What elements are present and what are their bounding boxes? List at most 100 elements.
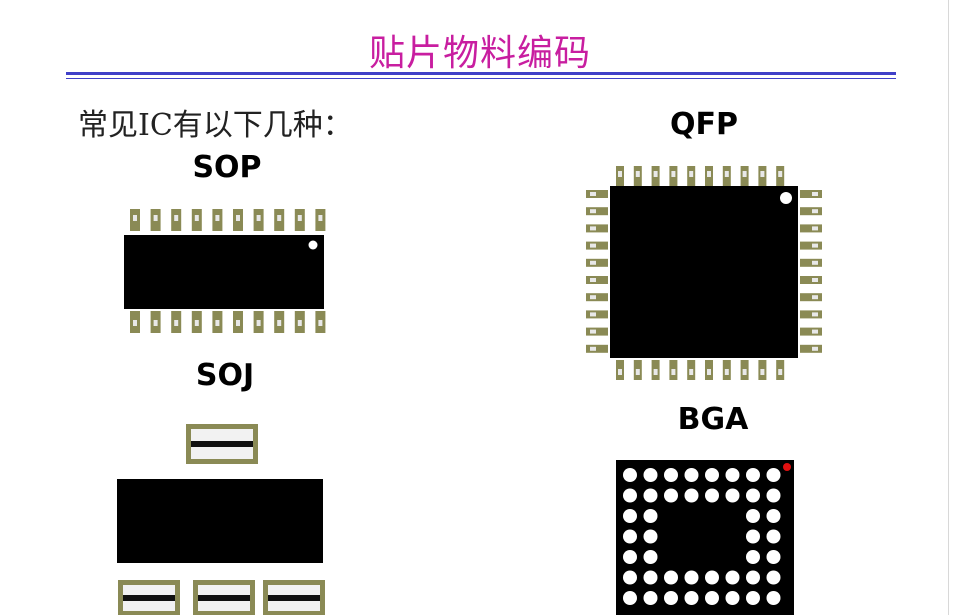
qfp-pin-left-tip xyxy=(590,209,596,214)
qfp-pin-left xyxy=(586,310,608,319)
bga-ball xyxy=(623,529,637,544)
qfp-pin-left-tip xyxy=(590,260,596,265)
qfp-pin-bottom-tip xyxy=(671,369,676,375)
bga-ball xyxy=(643,591,658,605)
qfp-pin1-marker xyxy=(780,192,792,204)
bga-ball xyxy=(766,488,781,503)
qfp-pin-left-tip xyxy=(590,295,596,300)
sop-pin-top-tip xyxy=(256,215,261,221)
bga-ball xyxy=(725,591,740,605)
qfp-pin-top-tip xyxy=(724,171,729,177)
qfp-pin-left xyxy=(586,344,608,353)
title-rule xyxy=(66,72,896,75)
soj-lead-top-band xyxy=(191,441,253,447)
bga-ball xyxy=(746,591,760,605)
sop-pin-bottom-tip xyxy=(318,320,323,326)
sop-pin1-marker xyxy=(308,240,318,250)
sop-package-diagram xyxy=(124,209,326,333)
qfp-pin-top-tip xyxy=(618,171,622,177)
qfp-pin-left xyxy=(586,276,608,284)
qfp-pin-right-tip xyxy=(812,260,818,265)
slide-title: 贴片物料编码 xyxy=(368,33,591,74)
bga-ball xyxy=(664,488,678,503)
qfp-pin-top-tip xyxy=(707,171,711,177)
bga-ball xyxy=(623,468,637,482)
qfp-pin-top-tip xyxy=(635,171,640,177)
bga-ball xyxy=(643,570,658,585)
bga-ball xyxy=(664,468,678,482)
qfp-pin-bottom-tip xyxy=(742,369,747,375)
sop-pin-bottom-tip xyxy=(277,320,282,326)
bga-ball xyxy=(623,509,637,523)
slide-edge xyxy=(948,0,949,615)
sop-pin-top-tip xyxy=(133,215,137,221)
sop-label: SOP xyxy=(192,150,262,185)
sop-pin-top-tip xyxy=(318,215,323,221)
sop-pin-top-tip xyxy=(194,215,199,221)
bga-ball xyxy=(623,488,637,503)
intro-text: 常见IC有以下几种： xyxy=(78,108,353,143)
qfp-pin-right xyxy=(800,276,822,284)
bga-ball xyxy=(684,591,699,605)
bga-ball xyxy=(725,570,740,585)
soj-label: SOJ xyxy=(195,358,255,393)
qfp-pin-left xyxy=(586,207,608,216)
sop-pin-bottom-tip xyxy=(236,320,240,326)
soj-lead-bottom-left-band xyxy=(123,595,175,601)
bga-ball xyxy=(705,591,719,605)
qfp-pin-right-tip xyxy=(812,226,818,231)
qfp-pin-top-tip xyxy=(742,171,747,177)
bga-ball xyxy=(684,468,699,482)
sop-pin-bottom-tip xyxy=(215,320,220,326)
sop-pin-top-tip xyxy=(215,215,220,221)
qfp-pin-right xyxy=(800,310,822,319)
bga-ball xyxy=(643,509,658,523)
qfp-pin-left xyxy=(586,258,608,267)
soj-lead-bottom-right-band xyxy=(268,595,320,601)
sop-pin-top-tip xyxy=(236,215,240,221)
bga-ball xyxy=(746,509,760,523)
qfp-pin-bottom-tip xyxy=(707,369,711,375)
bga-ball xyxy=(623,591,637,605)
soj-lead-bottom-center-band xyxy=(198,595,250,601)
bga-ball xyxy=(766,468,781,482)
qfp-pin-left-tip xyxy=(590,226,596,231)
bga-label: BGA xyxy=(677,402,749,437)
bga-ball xyxy=(766,591,781,605)
qfp-pin-left-tip xyxy=(590,312,596,317)
qfp-pin-left-tip xyxy=(590,192,596,196)
qfp-pin-left xyxy=(586,241,608,250)
qfp-pin-right xyxy=(800,258,822,267)
qfp-pin-right-tip xyxy=(812,209,818,214)
qfp-pin-bottom-tip xyxy=(653,369,658,375)
qfp-pin-left-tip xyxy=(590,329,596,334)
qfp-pin-right-tip xyxy=(812,278,818,282)
qfp-pin-top-tip xyxy=(778,171,783,177)
qfp-pin-bottom-tip xyxy=(760,369,765,375)
qfp-label: QFP xyxy=(670,107,738,142)
sop-pin-top-tip xyxy=(277,215,282,221)
qfp-pin-right-tip xyxy=(812,192,818,196)
qfp-pin-right-tip xyxy=(812,329,818,334)
qfp-pin-left xyxy=(586,293,608,302)
bga-ball xyxy=(766,509,781,523)
bga-ball xyxy=(746,570,760,585)
qfp-pin-right xyxy=(800,344,822,353)
qfp-body xyxy=(610,186,798,358)
qfp-pin-left xyxy=(586,224,608,233)
sop-pin-bottom-tip xyxy=(256,320,261,326)
title-rule-thin xyxy=(66,78,896,79)
sop-pin-top-tip xyxy=(297,215,302,221)
qfp-pin-right xyxy=(800,293,822,302)
bga-ball xyxy=(705,488,719,503)
qfp-pin-bottom-tip xyxy=(635,369,640,375)
sop-pin-bottom-tip xyxy=(133,320,137,326)
bga-ball xyxy=(684,570,699,585)
bga-ball xyxy=(643,529,658,544)
qfp-pin-left xyxy=(586,327,608,336)
qfp-pin-right xyxy=(800,224,822,233)
bga-ball xyxy=(705,468,719,482)
qfp-pin-right xyxy=(800,241,822,250)
sop-body xyxy=(124,235,324,309)
qfp-pin-top-tip xyxy=(671,171,676,177)
